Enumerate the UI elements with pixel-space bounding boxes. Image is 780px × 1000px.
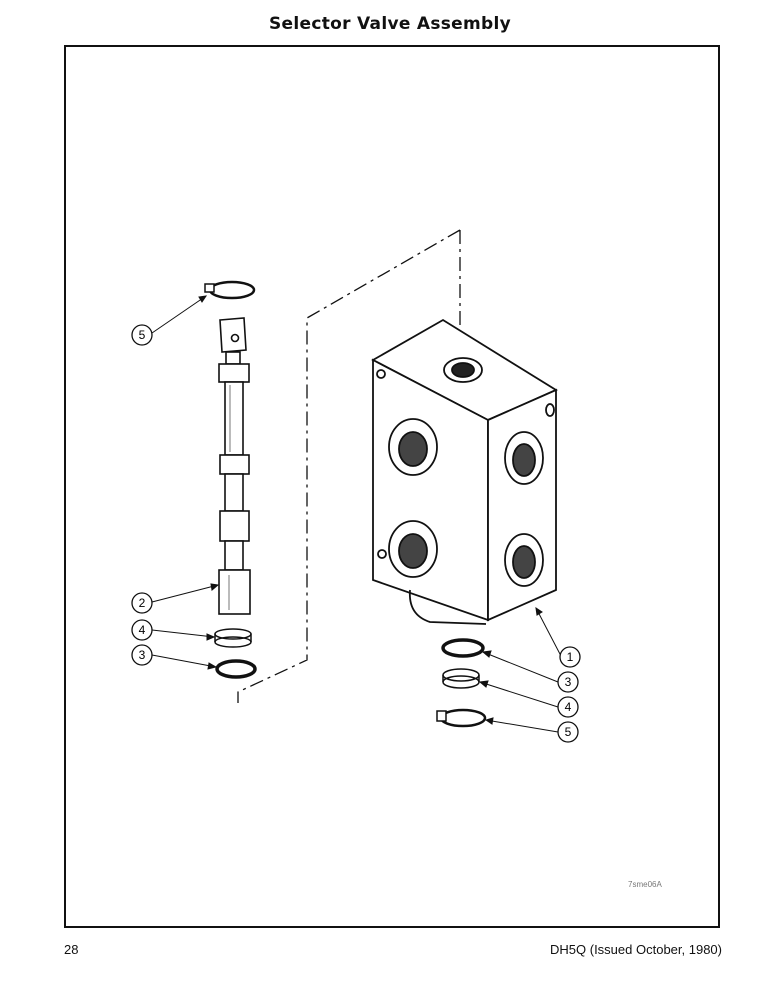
svg-text:4: 4	[139, 623, 146, 637]
svg-text:1: 1	[567, 650, 574, 664]
document-reference: DH5Q (Issued October, 1980)	[550, 942, 722, 957]
callout-1: 1	[559, 646, 581, 668]
figure-code: 7sme06A	[628, 880, 662, 889]
callout-2: 2	[131, 592, 153, 614]
backup-ring-right	[442, 668, 480, 689]
svg-text:5: 5	[565, 725, 572, 739]
valve-spool	[218, 317, 251, 615]
svg-text:2: 2	[139, 596, 146, 610]
backup-ring-left	[214, 628, 252, 648]
callout-5-left: 5	[131, 324, 153, 346]
callout-4-left: 4	[131, 619, 153, 641]
callout-3-left: 3	[131, 644, 153, 666]
svg-text:3: 3	[139, 648, 146, 662]
page-number: 28	[64, 942, 79, 957]
o-ring-left	[215, 659, 257, 679]
leader-lines	[151, 295, 562, 733]
retaining-ring-left	[204, 280, 256, 300]
figure-frame	[64, 45, 720, 928]
valve-body	[371, 318, 558, 625]
o-ring-right	[441, 638, 485, 658]
svg-text:5: 5	[139, 328, 146, 342]
callout-5-right: 5	[557, 721, 579, 743]
page-title: Selector Valve Assembly	[269, 14, 511, 34]
svg-text:4: 4	[565, 700, 572, 714]
retaining-ring-right	[436, 708, 487, 728]
callout-3-right: 3	[557, 671, 579, 693]
svg-text:3: 3	[565, 675, 572, 689]
callout-4-right: 4	[557, 696, 579, 718]
